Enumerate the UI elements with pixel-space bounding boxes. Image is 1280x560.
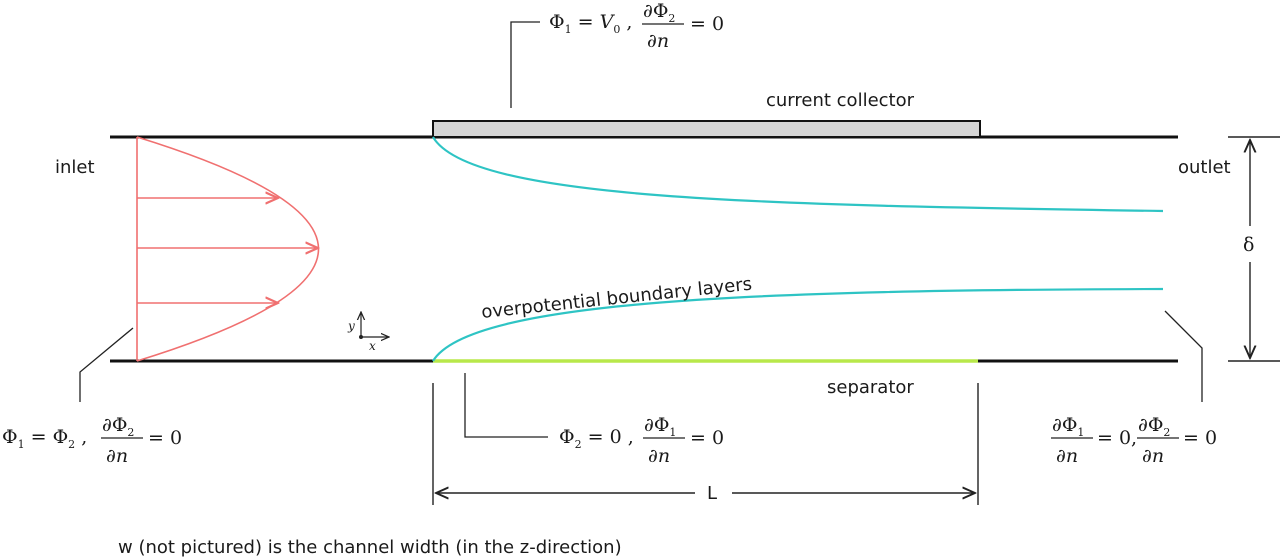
svg-text:∂Φ2: ∂Φ2 <box>1138 414 1170 439</box>
collector-bc-leader <box>510 21 540 108</box>
velocity-profile <box>136 136 319 362</box>
axis-x-label: x <box>369 339 376 353</box>
svg-text:∂n: ∂n <box>106 445 128 467</box>
inlet-label: inlet <box>55 157 95 178</box>
bottom-boundary-layer <box>432 287 1164 362</box>
thickness-dimension <box>1228 136 1280 362</box>
separator-bc-leader <box>464 373 548 438</box>
svg-text:∂n: ∂n <box>1142 445 1164 467</box>
svg-text:∂n: ∂n <box>1056 445 1078 467</box>
svg-text:Φ2 = 0 ,: Φ2 = 0 , <box>559 426 634 451</box>
svg-text:∂Φ1: ∂Φ1 <box>644 414 676 439</box>
collector-boundary-condition: Φ1 = V0 , ∂Φ2 ∂n = 0 <box>549 0 724 52</box>
outlet-label: outlet <box>1178 157 1231 178</box>
length-dimension <box>432 383 979 505</box>
svg-text:∂Φ1: ∂Φ1 <box>1052 414 1084 439</box>
svg-text:= 0: = 0 <box>690 13 724 35</box>
svg-text:∂Φ2: ∂Φ2 <box>102 414 134 439</box>
svg-text:= 0,: = 0, <box>1097 427 1137 449</box>
outlet-boundary-condition: ∂Φ1 ∂n = 0, ∂Φ2 ∂n = 0 <box>1051 414 1217 467</box>
boundary-layers-label: overpotential boundary layers <box>480 274 753 323</box>
top-boundary-layer <box>432 136 1164 213</box>
svg-text:∂Φ2: ∂Φ2 <box>643 0 675 25</box>
footnote: w (not pictured) is the channel width (i… <box>118 537 622 558</box>
thickness-label: δ <box>1243 234 1254 256</box>
svg-text:= 0: = 0 <box>690 427 724 449</box>
current-collector-label: current collector <box>766 90 915 111</box>
length-label: L <box>707 483 717 504</box>
axis-y-label: y <box>347 319 355 333</box>
svg-text:= 0: = 0 <box>1183 427 1217 449</box>
coordinate-axes <box>361 312 389 337</box>
svg-text:∂n: ∂n <box>647 30 669 52</box>
svg-text:= 0: = 0 <box>148 427 182 449</box>
separator-label: separator <box>827 377 914 398</box>
current-collector <box>432 120 981 138</box>
inlet-bc-leader <box>79 327 134 402</box>
inlet-boundary-condition: Φ1 = Φ2 , ∂Φ2 ∂n = 0 <box>2 414 182 467</box>
svg-text:Φ1 = V0 ,: Φ1 = V0 , <box>549 11 632 36</box>
outlet-bc-leader <box>1164 310 1203 402</box>
axes-origin <box>359 335 363 339</box>
svg-text:Φ1 = Φ2 ,: Φ1 = Φ2 , <box>2 426 87 451</box>
separator-boundary-condition: Φ2 = 0 , ∂Φ1 ∂n = 0 <box>559 414 724 467</box>
svg-text:∂n: ∂n <box>648 445 670 467</box>
